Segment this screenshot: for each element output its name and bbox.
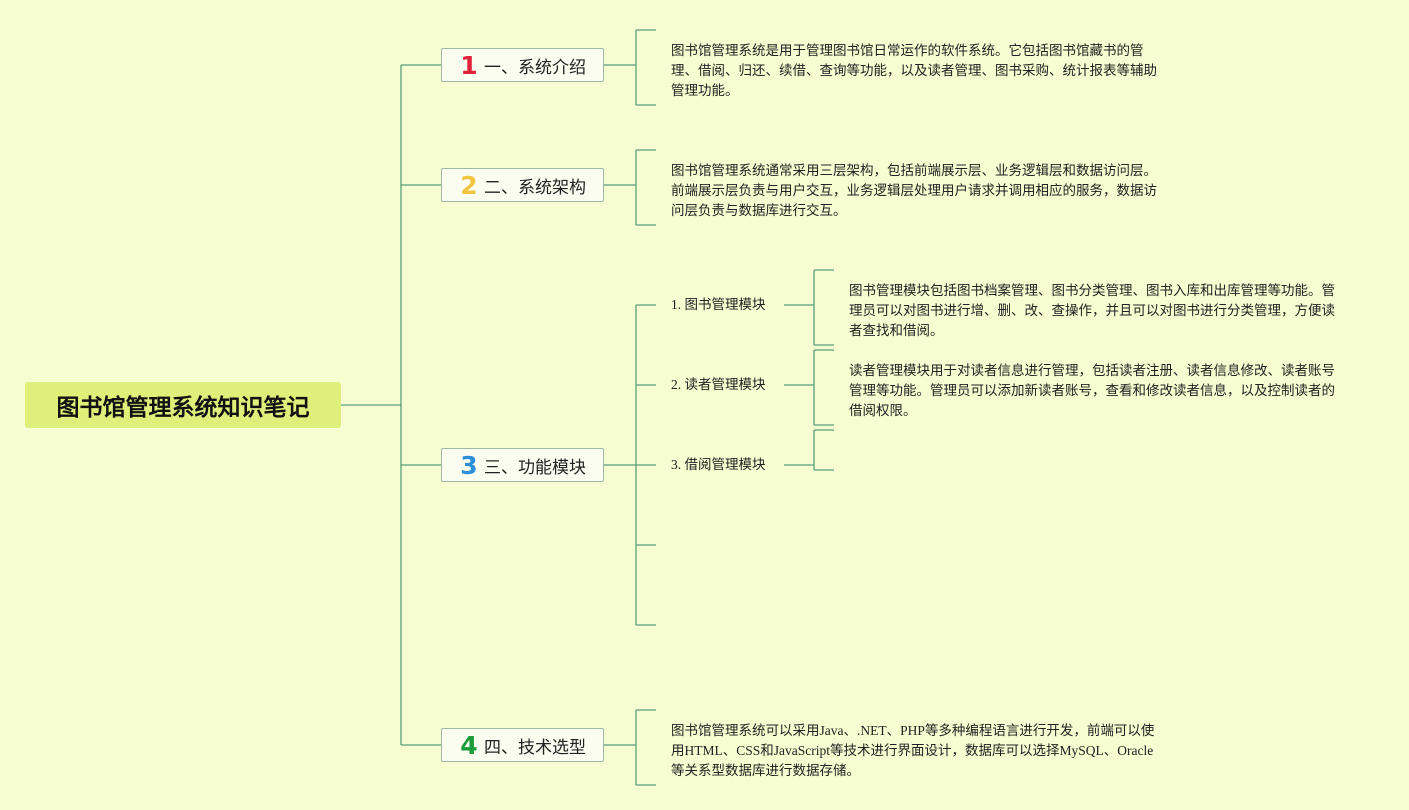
root-title: 图书馆管理系统知识笔记 [56, 395, 310, 421]
note-reader-management: 读者管理模块用于对读者信息进行管理，包括读者注册、读者信息修改、读者账号管理等功… [849, 363, 1335, 418]
branch-topic-modules[interactable]: 3 三、功能模块 [441, 448, 604, 482]
branch-label: 四、技术选型 [484, 737, 586, 758]
number-2-icon: 2 [460, 170, 478, 200]
note-architecture: 图书馆管理系统通常采用三层架构，包括前端展示层、业务逻辑层和数据访问层。前端展示… [671, 163, 1157, 218]
number-1-icon: 1 [460, 50, 478, 80]
subtopic-book-management[interactable]: 1. 图书管理模块 [671, 297, 766, 312]
branch-label: 三、功能模块 [484, 457, 586, 478]
branch-topic-intro[interactable]: 1 一、系统介绍 [441, 48, 604, 82]
root-topic[interactable]: 图书馆管理系统知识笔记 [25, 382, 341, 428]
subtopic-reader-management[interactable]: 2. 读者管理模块 [671, 377, 766, 392]
branch-topic-architecture[interactable]: 2 二、系统架构 [441, 168, 604, 202]
note-intro: 图书馆管理系统是用于管理图书馆日常运作的软件系统。它包括图书馆藏书的管理、借阅、… [671, 43, 1157, 98]
number-3-icon: 3 [460, 450, 478, 480]
note-book-management: 图书管理模块包括图书档案管理、图书分类管理、图书入库和出库管理等功能。管理员可以… [849, 283, 1335, 338]
branch-topic-tech-stack[interactable]: 4 四、技术选型 [441, 728, 604, 762]
number-4-icon: 4 [460, 730, 478, 760]
branch-label: 二、系统架构 [484, 177, 586, 198]
note-tech-stack: 图书馆管理系统可以采用Java、.NET、PHP等多种编程语言进行开发，前端可以… [671, 723, 1155, 778]
subtopic-borrow-management[interactable]: 3. 借阅管理模块 [671, 457, 766, 472]
branch-label: 一、系统介绍 [484, 57, 586, 78]
